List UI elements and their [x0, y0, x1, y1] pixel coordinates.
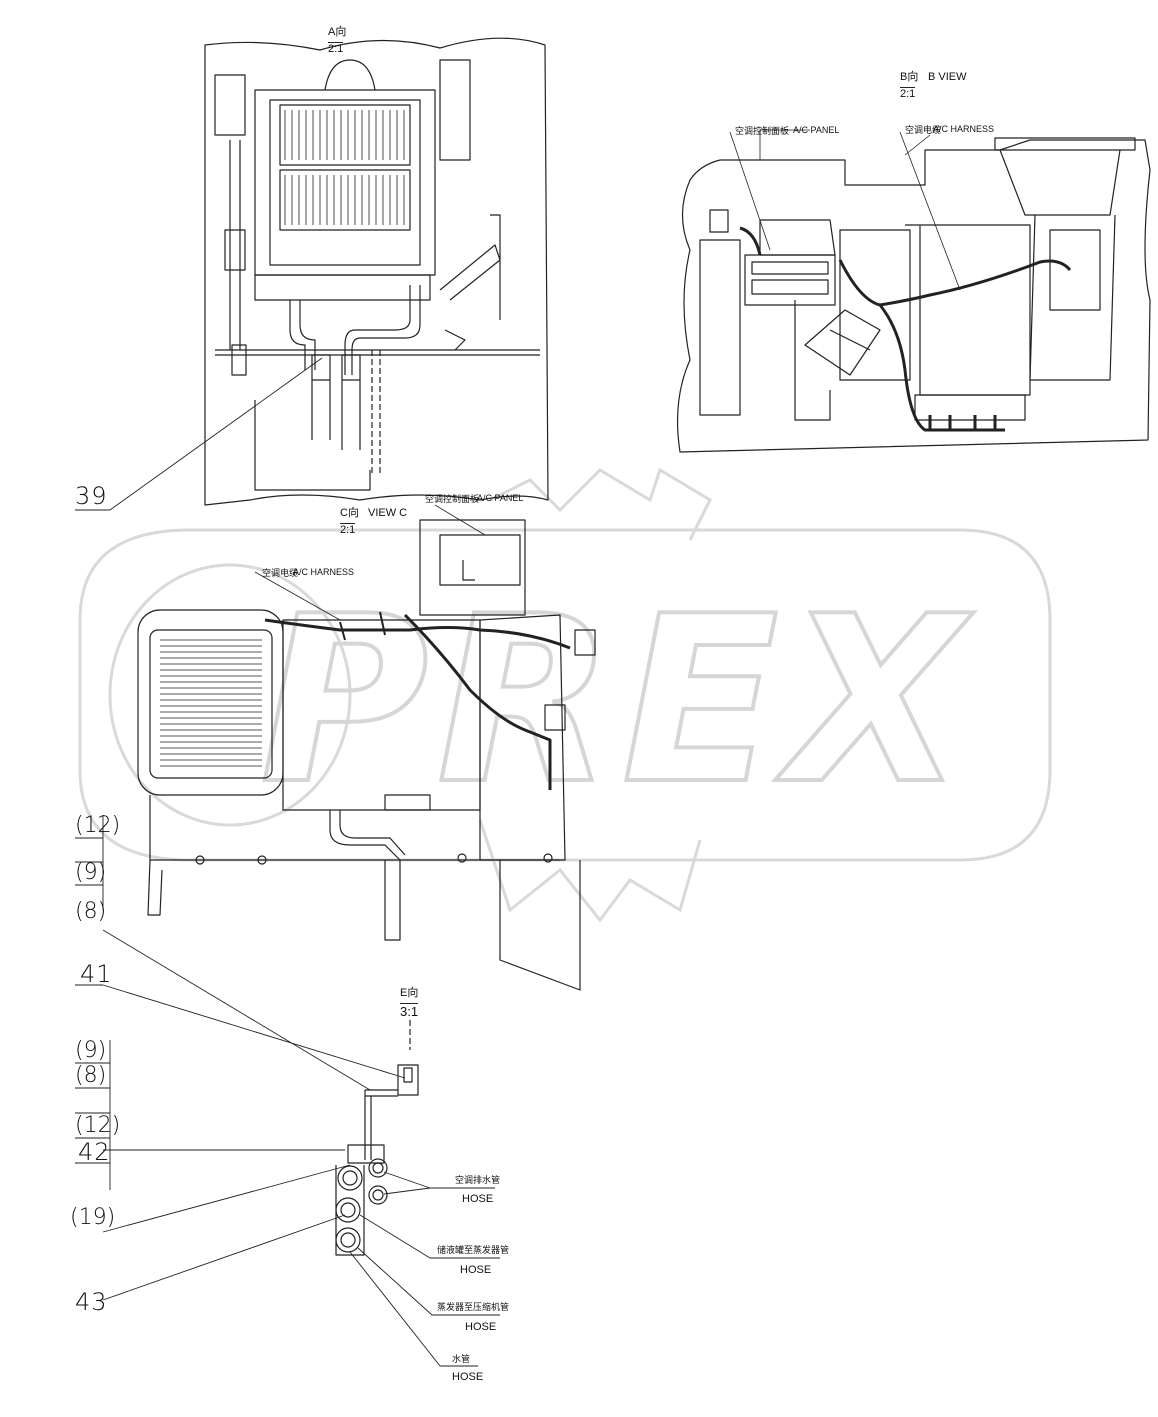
part-label-9-top: (9) [75, 860, 107, 885]
hose-1-cn: 空调排水管 [455, 1175, 501, 1185]
view-b-drawing [676, 129, 1151, 453]
part-label-39: 39 [75, 482, 108, 510]
leader-lines [75, 357, 500, 1367]
hose-2-cn: 储液罐至蒸发器管 [437, 1245, 510, 1255]
hose-4-cn: 水管 [452, 1354, 471, 1364]
view-e-drawing [335, 1020, 419, 1256]
view-b-panel-cn: 空调控制面板 [735, 126, 790, 136]
part-label-41: 41 [80, 960, 113, 988]
view-b-title: B向 [900, 71, 919, 83]
view-b-scale: 2:1 [900, 87, 916, 100]
view-b-english: B VIEW [928, 71, 967, 83]
view-b-harness-en: A/C HARNESS [933, 124, 995, 134]
part-label-12-bottom: (12) [75, 1113, 121, 1138]
view-b-harness-cn: 空调电缆 [905, 125, 942, 135]
part-label-19: (19) [70, 1205, 116, 1230]
part-label-42: 42 [78, 1138, 111, 1166]
part-label-43: 43 [75, 1288, 108, 1316]
view-c-drawing [137, 504, 596, 991]
view-c-harness-en: A/C HARNESS [293, 567, 355, 577]
view-c-title: C向 [340, 507, 359, 519]
hose-3-cn: 蒸发器至压缩机管 [437, 1302, 510, 1312]
hose-3-en: HOSE [465, 1321, 497, 1333]
view-e-scale: 3:1 [400, 1003, 419, 1019]
view-c-english: VIEW C [368, 507, 408, 519]
hose-4-en: HOSE [452, 1371, 484, 1383]
view-e-title: E向 [400, 987, 419, 999]
view-c-panel-cn: 空调控制面板 [425, 494, 480, 504]
view-c-panel-en: A/C PANEL [477, 493, 524, 503]
part-label-12-top: (12) [75, 813, 121, 838]
view-a-drawing [204, 37, 549, 506]
view-b-panel-en: A/C PANEL [793, 125, 840, 135]
hose-2-en: HOSE [460, 1264, 492, 1276]
part-label-9-bottom: (9) [75, 1038, 107, 1063]
part-label-8-top: (8) [75, 899, 107, 924]
view-a-scale: 2:1 [328, 42, 344, 55]
view-c-harness-cn: 空调电缆 [262, 568, 299, 578]
part-label-8-bottom: (8) [75, 1063, 107, 1088]
hose-1-en: HOSE [462, 1193, 494, 1205]
view-a-title: A向 [328, 26, 347, 38]
view-c-scale: 2:1 [340, 523, 356, 536]
